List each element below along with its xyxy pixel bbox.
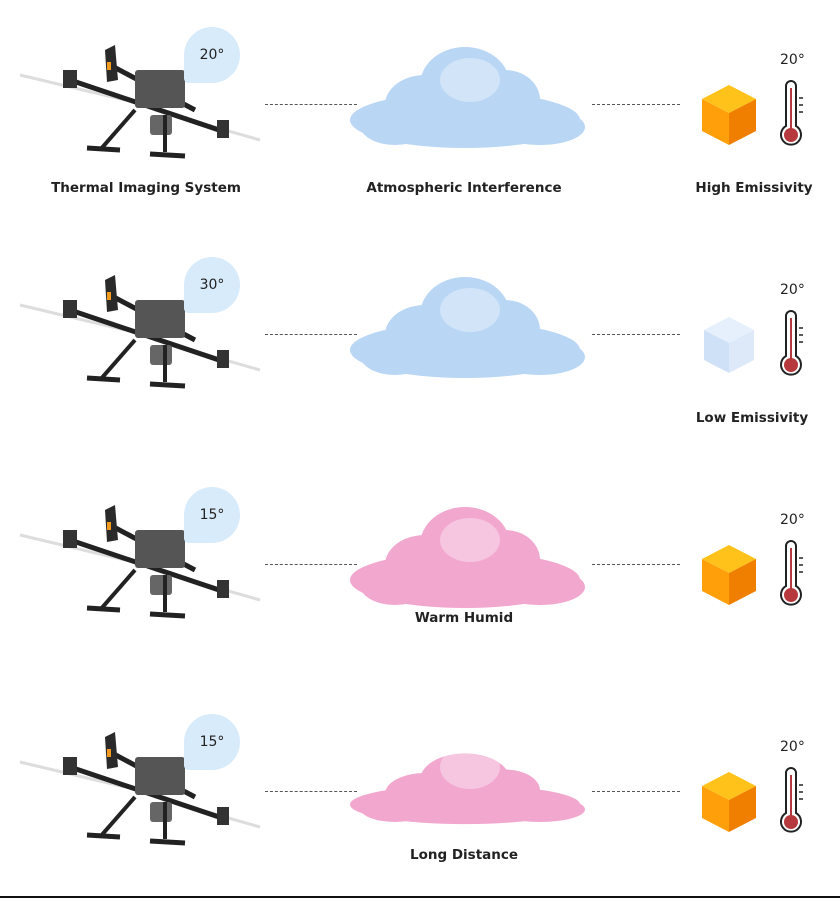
bottom-divider — [0, 896, 840, 898]
dashed-connector — [265, 791, 357, 792]
scenario-row: 20° 20° — [0, 0, 840, 230]
cube-icon — [702, 772, 756, 832]
drone-icon — [19, 275, 261, 389]
object-temperature: 20° — [780, 739, 805, 755]
system-label: Thermal Imaging System — [51, 180, 241, 196]
drone-temperature: 30° — [199, 277, 225, 293]
dashed-connector — [592, 104, 680, 105]
thermometer-icon — [780, 80, 803, 146]
scenario-row: 15° 20° — [0, 687, 840, 901]
scenario-row: 30° 20° — [0, 230, 840, 460]
thermometer-icon — [780, 310, 803, 376]
drone-icon — [19, 732, 261, 846]
drone-temperature-bubble: 30° — [184, 257, 240, 313]
object-label: Low Emissivity — [695, 410, 809, 426]
cloud-icon — [350, 745, 585, 825]
cloud-icon — [350, 507, 585, 608]
thermometer-icon — [780, 540, 803, 606]
thermometer-icon — [780, 767, 803, 833]
cube-icon — [702, 85, 756, 145]
dashed-connector — [592, 564, 680, 565]
drone-temperature: 20° — [199, 47, 225, 63]
cube-icon — [702, 545, 756, 605]
drone-temperature: 15° — [199, 734, 225, 750]
cloud-icon — [350, 47, 585, 148]
scenario-row: 15° 20° — [0, 460, 840, 690]
dashed-connector — [265, 564, 357, 565]
cloud-icon — [350, 277, 585, 378]
drone-icon — [19, 45, 261, 159]
dashed-connector — [265, 334, 357, 335]
dashed-connector — [592, 334, 680, 335]
drone-temperature-bubble: 15° — [184, 714, 240, 770]
drone-temperature: 15° — [199, 507, 225, 523]
object-temperature: 20° — [780, 282, 805, 298]
drone-temperature-bubble: 15° — [184, 487, 240, 543]
object-temperature: 20° — [780, 52, 805, 68]
drone-icon — [19, 505, 261, 619]
object-temperature: 20° — [780, 512, 805, 528]
dashed-connector — [265, 104, 357, 105]
atmosphere-label: Long Distance — [409, 847, 519, 863]
drone-temperature-bubble: 20° — [184, 27, 240, 83]
cube-icon — [704, 317, 754, 373]
atmosphere-label: Warm Humid — [414, 610, 514, 626]
object-label: High Emissivity — [695, 180, 813, 196]
dashed-connector — [592, 791, 680, 792]
atmosphere-label: Atmospheric Interference — [366, 180, 562, 196]
